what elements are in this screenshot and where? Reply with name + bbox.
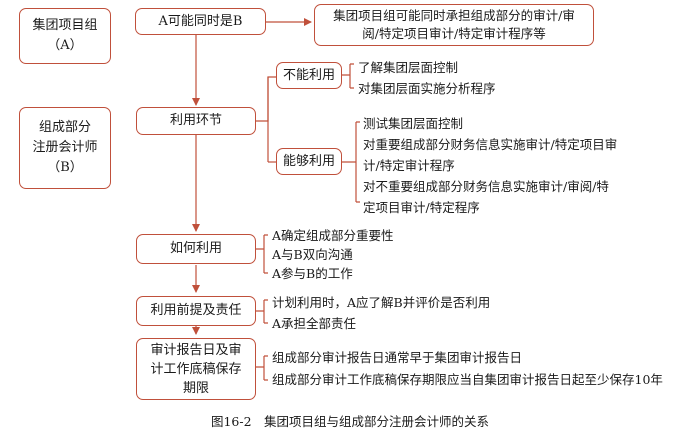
figure-caption: 图16-2 集团项目组与组成部分注册会计师的关系 <box>210 414 490 429</box>
node-how-use-label: 如何利用 <box>169 241 222 256</box>
detail-how-use-item-3: A参与B的工作 <box>272 266 353 281</box>
detail-how-use-item-1: A确定组成部分重要性 <box>272 228 394 243</box>
node-report-date-line-3: 期限 <box>182 380 209 396</box>
detail-report-date-item-2: 组成部分审计工作底稿保存期限应当自集团审计报告日起至少保存10年 <box>272 372 663 387</box>
node-report-date-line-1: 审计报告日及审 <box>150 342 242 358</box>
detail-same-entity-box: 集团项目组可能同时承担组成部分的审计/审 阅/特定项目审计/特定审计程序等 <box>314 4 594 46</box>
detail-cannot-use-item-2: 对集团层面实施分析程序 <box>358 81 496 96</box>
node-premise: 利用前提及责任 <box>136 296 256 326</box>
detail-premise: 计划利用时，A应了解B并评价是否利用 A承担全部责任 <box>272 292 490 334</box>
node-use-step-label: 利用环节 <box>169 113 222 128</box>
node-same-entity-label: A可能同时是B <box>158 13 243 29</box>
detail-cannot-use: 了解集团层面控制 对集团层面实施分析程序 <box>358 57 496 99</box>
node-cannot-use-label: 不能利用 <box>282 67 335 83</box>
group-team-label: 集团项目组 <box>32 18 98 33</box>
component-auditor-label-2: 注册会计师 <box>32 140 98 155</box>
node-use-step: 利用环节 <box>136 107 256 135</box>
detail-cannot-use-item-1: 了解集团层面控制 <box>358 60 459 75</box>
node-cannot-use: 不能利用 <box>276 62 342 89</box>
node-report-date-line-2: 计工作底稿保存 <box>150 361 242 377</box>
component-auditor-label-1: 组成部分 <box>38 120 91 135</box>
detail-premise-item-2: A承担全部责任 <box>272 316 357 331</box>
detail-can-use: 测试集团层面控制 对重要组成部分财务信息实施审计/特定项目审 计/特定审计程序 … <box>363 113 617 218</box>
detail-can-use-item-1: 测试集团层面控制 <box>363 116 464 131</box>
detail-how-use: A确定组成部分重要性 A与B双向沟通 A参与B的工作 <box>272 226 394 283</box>
node-can-use-label: 能够利用 <box>282 153 335 169</box>
detail-can-use-item-4: 对不重要组成部分财务信息实施审计/审阅/特 <box>363 179 609 194</box>
detail-can-use-item-2: 对重要组成部分财务信息实施审计/特定项目审 <box>363 137 618 152</box>
component-auditor-code: （B） <box>47 160 83 175</box>
detail-can-use-item-5: 定项目审计/特定程序 <box>363 200 480 215</box>
group-team-code: （A） <box>47 38 83 53</box>
node-how-use: 如何利用 <box>136 234 256 264</box>
component-auditor-box: 组成部分 注册会计师 （B） <box>19 107 111 189</box>
detail-how-use-item-2: A与B双向沟通 <box>272 247 353 262</box>
detail-same-entity-line-1: 集团项目组可能同时承担组成部分的审计/审 <box>333 8 575 23</box>
detail-can-use-item-3: 计/特定审计程序 <box>363 158 455 173</box>
node-report-date: 审计报告日及审 计工作底稿保存 期限 <box>136 338 256 400</box>
detail-report-date: 组成部分审计报告日通常早于集团审计报告日 组成部分审计工作底稿保存期限应当自集团… <box>272 347 663 391</box>
detail-premise-item-1: 计划利用时，A应了解B并评价是否利用 <box>272 295 491 310</box>
detail-report-date-item-1: 组成部分审计报告日通常早于集团审计报告日 <box>272 350 523 365</box>
node-premise-label: 利用前提及责任 <box>150 303 242 318</box>
detail-same-entity-line-2: 阅/特定项目审计/特定审计程序等 <box>362 26 546 41</box>
node-same-entity: A可能同时是B <box>135 8 266 35</box>
node-can-use: 能够利用 <box>276 148 342 175</box>
group-team-box: 集团项目组 （A） <box>19 8 111 64</box>
